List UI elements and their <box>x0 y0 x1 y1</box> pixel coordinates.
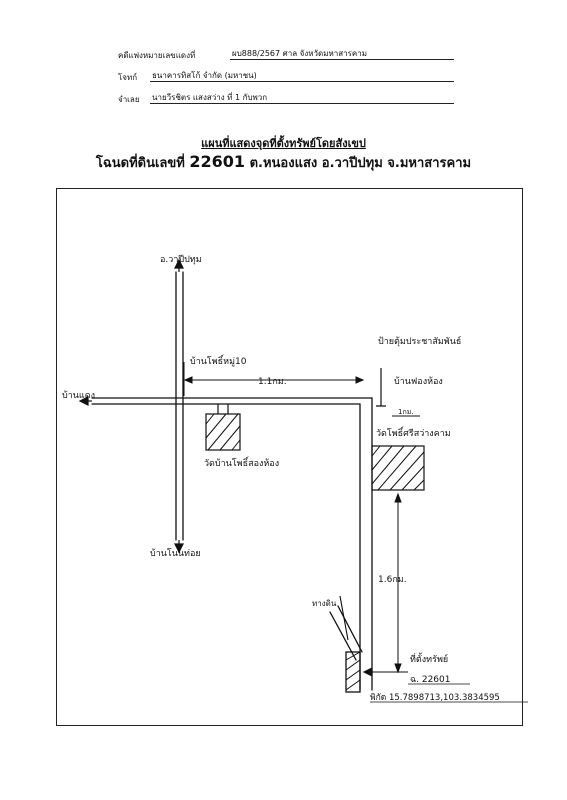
side-road-label: ทางดิน <box>312 599 337 608</box>
coordinates-label: พิกัด 15.7898713,103.3834595 <box>370 693 500 703</box>
case-number-value: ผบ888/2567 ศาล จังหวัดมหาสารคาม <box>232 49 368 58</box>
temple-east-label: วัดโพธิ์ศรีสว่างคาม <box>376 426 451 439</box>
deed-title-suffix: ต.หนองแสง อ.วาปีปทุม จ.มหาสารคาม <box>249 156 472 171</box>
temple-east-box <box>371 445 425 491</box>
east-village-label: บ้านฟองห้อง <box>394 376 443 387</box>
west-label: บ้านแดง <box>62 390 95 401</box>
north-south-road <box>175 271 184 541</box>
south-label: บ้านโนนท่อย <box>150 548 201 559</box>
temple-west-label: วัดบ้านโพธิ์สองห้อง <box>204 456 279 469</box>
deed-title: โฉนดที่ดินเลขที่ 22601 ต.หนองแสง อ.วาปีป… <box>0 152 567 173</box>
distance-south-label: 1.6กม. <box>378 575 407 585</box>
distance-east-label: 1.1กม. <box>258 377 287 387</box>
case-number-label: คดีแพ่งหมายเลขแดงที่ <box>118 51 196 60</box>
property-plot <box>345 651 361 693</box>
map-frame <box>56 188 523 726</box>
plaintiff-row: โจทก์ ธนาคารทิสโก้ จำกัด (มหาชน) <box>118 70 454 86</box>
case-number-value-line: ผบ888/2567 ศาล จังหวัดมหาสารคาม <box>230 48 454 60</box>
bus-stop-label: ป้ายตุ้มประชาสัมพันธ์ <box>378 335 461 347</box>
plaintiff-value: ธนาคารทิสโก้ จำกัด (มหาชน) <box>152 71 257 80</box>
crossroad-village-label: บ้านโพธิ์หมู่10 <box>190 354 247 367</box>
defendant-value-line: นายวีรชิตร แสงสว่าง ที่ 1 กับพวก <box>150 92 454 104</box>
deed-title-prefix: โฉนดที่ดินเลขที่ <box>95 156 185 171</box>
bus-stop-pole <box>376 368 386 407</box>
deed-number: 22601 <box>189 152 246 171</box>
north-label: อ.วาปีปทุม <box>160 254 202 265</box>
property-label: ที่ตั้งทรัพย์ <box>410 652 448 665</box>
plaintiff-value-line: ธนาคารทิสโก้ จำกัด (มหาชน) <box>150 70 454 82</box>
case-number-row: คดีแพ่งหมายเลขแดงที่ ผบ888/2567 ศาล จังห… <box>118 48 454 64</box>
west-east-road <box>91 397 373 405</box>
defendant-label: จำเลย <box>118 95 140 104</box>
defendant-row: จำเลย นายวีรชิตร แสงสว่าง ที่ 1 กับพวก <box>118 92 454 108</box>
deed-ref-label: ฉ. 22601 <box>410 675 450 685</box>
south-road <box>359 397 373 691</box>
temple-west-box <box>205 413 241 451</box>
plaintiff-label: โจทก์ <box>118 73 138 82</box>
defendant-value: นายวีรชิตร แสงสว่าง ที่ 1 กับพวก <box>152 93 268 102</box>
short-distance-label: 1กม. <box>398 408 414 416</box>
map-title: แผนที่แสดงจุดที่ตั้งทรัพย์โดยสังเขป <box>201 137 366 150</box>
